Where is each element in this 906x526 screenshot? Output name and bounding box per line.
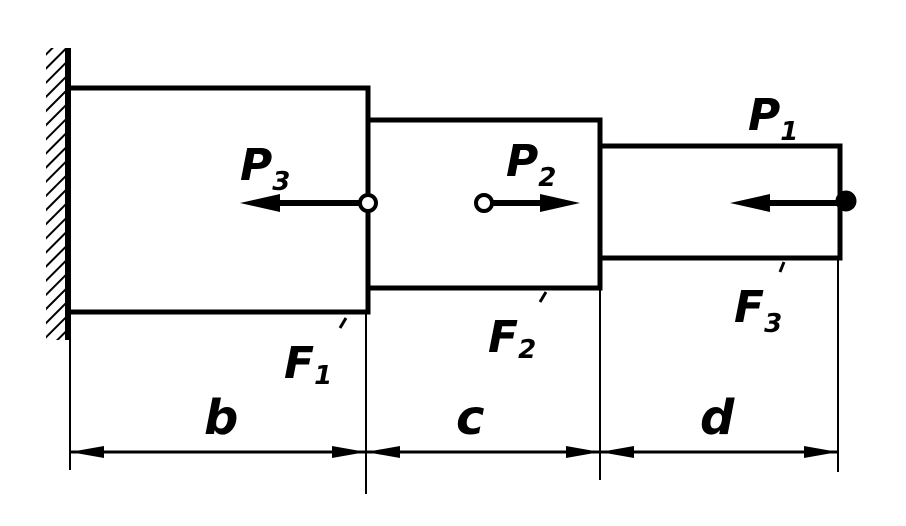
label-f3: F3 — [734, 282, 782, 339]
area-leader-ticks — [338, 261, 786, 329]
force-p2-arrow — [474, 193, 580, 213]
dimension-label-b: b — [204, 390, 238, 446]
force-p3-arrow — [240, 193, 378, 213]
wall-support — [46, 48, 71, 340]
dimension-line — [70, 446, 838, 458]
label-f1: F1 — [284, 338, 332, 391]
extension-lines — [69, 258, 839, 494]
dimension-label-d: d — [700, 390, 735, 446]
label-p1: P1 — [748, 90, 798, 147]
dimension-label-c: c — [456, 390, 484, 446]
label-p3: P3 — [240, 140, 290, 197]
label-f2: F2 — [488, 312, 536, 365]
label-p2: P2 — [506, 136, 556, 193]
force-p1-arrow — [730, 190, 857, 212]
